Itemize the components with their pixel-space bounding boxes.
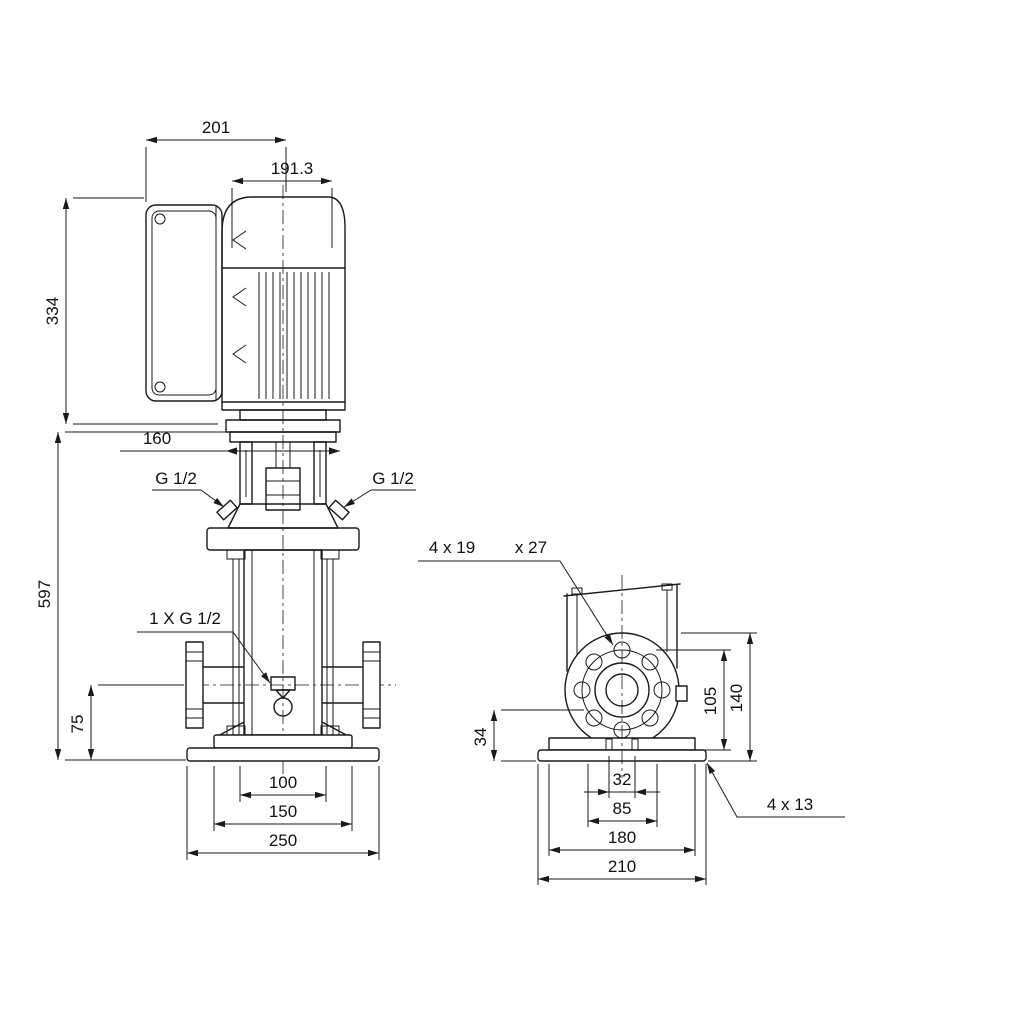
- dim-210-label: 210: [608, 857, 636, 876]
- dim-105-label: 105: [701, 687, 720, 715]
- dim-201-label: 201: [202, 118, 230, 137]
- motor-cooling-fins: [258, 272, 330, 399]
- end-view-dimensions: 4 x 19 x 27 34 105 140 32 85: [418, 538, 845, 885]
- dim-85-label: 85: [613, 799, 632, 818]
- dim-191-label: 191.3: [271, 159, 314, 178]
- base-slot: [631, 738, 639, 751]
- dim-334-label: 334: [43, 297, 62, 325]
- port-left-label: G 1/2: [155, 469, 197, 488]
- screw-icon: [154, 213, 166, 225]
- dim-75-label: 75: [68, 715, 87, 734]
- pipe-ports: [170, 641, 396, 729]
- flange-holes-depth-label: x 27: [515, 538, 547, 557]
- dim-597-label: 597: [35, 580, 54, 608]
- base-holes-label: 4 x 13: [767, 795, 813, 814]
- dim-250-label: 250: [269, 831, 297, 850]
- terminal-box: [145, 204, 247, 402]
- dim-100-label: 100: [269, 773, 297, 792]
- dim-32-label: 32: [613, 770, 632, 789]
- flange-left: [185, 641, 204, 729]
- drain-port-label: 1 X G 1/2: [149, 609, 221, 628]
- base-slot: [605, 738, 613, 751]
- dim-160-label: 160: [143, 429, 171, 448]
- side-lug: [675, 685, 688, 702]
- pump-head: [206, 499, 360, 560]
- side-view: 201 191.3 334 160 G 1/2 G 1/2 597 1 X G …: [35, 118, 416, 860]
- end-view: 4 x 19 x 27 34 105 140 32 85: [418, 538, 845, 885]
- motor-body: [221, 196, 346, 411]
- screw-icon: [154, 381, 166, 393]
- dim-180-label: 180: [608, 828, 636, 847]
- coupling-section: [239, 441, 327, 511]
- dim-150-label: 150: [269, 802, 297, 821]
- pump-base-side: [186, 721, 380, 762]
- flange-right: [362, 641, 381, 729]
- dim-140-label: 140: [727, 684, 746, 712]
- drain-plug: [270, 676, 296, 717]
- motor-adapter: [225, 409, 341, 443]
- flange-end: [564, 632, 688, 748]
- clip-tabs: [232, 230, 247, 364]
- flange-holes-label: 4 x 19: [429, 538, 475, 557]
- tie-rods: [232, 559, 334, 738]
- port-boss-right: [328, 499, 350, 521]
- side-view-dimensions: 201 191.3 334 160 G 1/2 G 1/2 597 1 X G …: [35, 118, 416, 860]
- dim-34-label: 34: [471, 728, 490, 747]
- port-right-label: G 1/2: [372, 469, 414, 488]
